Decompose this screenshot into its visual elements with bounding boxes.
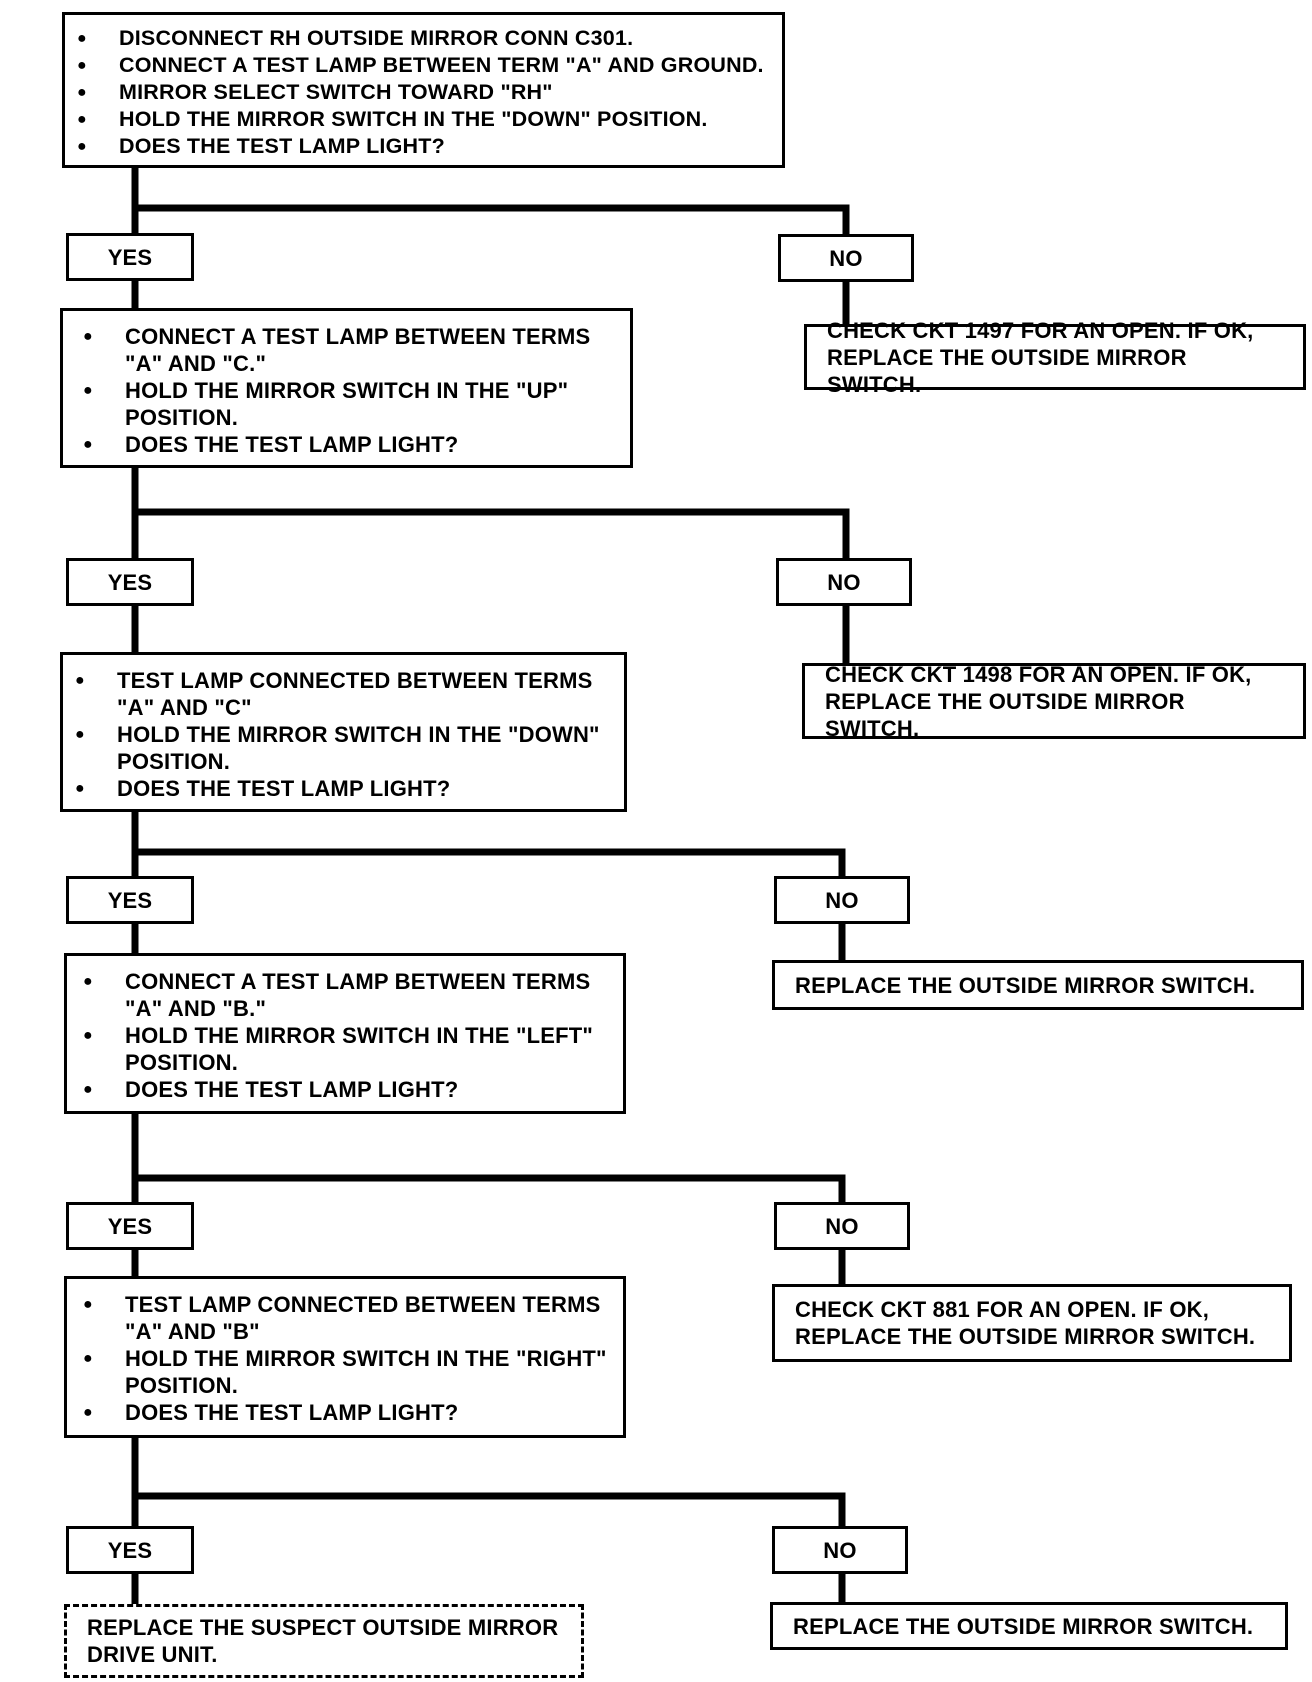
step-item: CONNECT A TEST LAMP BETWEEN TERMS "A" AN… (71, 323, 610, 377)
step-item: HOLD THE MIRROR SWITCH IN THE "DOWN" POS… (65, 106, 782, 133)
result-box: REPLACE THE OUTSIDE MIRROR SWITCH. (770, 1602, 1288, 1650)
connector (131, 508, 850, 564)
final-result-box: REPLACE THE SUSPECT OUTSIDE MIRROR DRIVE… (64, 1604, 584, 1678)
result-line: REPLACE THE OUTSIDE MIRROR SWITCH. (827, 344, 1187, 397)
connector (131, 1174, 846, 1208)
step-item: MIRROR SELECT SWITCH TOWARD "RH" (65, 79, 782, 106)
step-item: CONNECT A TEST LAMP BETWEEN TERMS "A" AN… (71, 968, 603, 1022)
result-line: CHECK CKT 881 FOR AN OPEN. IF OK, (795, 1297, 1210, 1322)
step-box: CONNECT A TEST LAMP BETWEEN TERMS "A" AN… (64, 953, 626, 1114)
result-box: CHECK CKT 1497 FOR AN OPEN. IF OK, REPLA… (804, 318, 1306, 397)
step-box: CONNECT A TEST LAMP BETWEEN TERMS "A" AN… (60, 308, 633, 468)
no-label: NO (776, 558, 912, 606)
final-line: DRIVE UNIT. (87, 1642, 218, 1667)
result-line: CHECK CKT 1497 FOR AN OPEN. IF OK, (827, 317, 1254, 343)
result-box: REPLACE THE OUTSIDE MIRROR SWITCH. (772, 960, 1304, 1010)
yes-label: YES (66, 1526, 194, 1574)
result-line: CHECK CKT 1498 FOR AN OPEN. IF OK, (825, 661, 1252, 687)
step-box: TEST LAMP CONNECTED BETWEEN TERMS "A" AN… (64, 1276, 626, 1438)
result-line: REPLACE THE OUTSIDE MIRROR SWITCH. (795, 1324, 1256, 1349)
result-line: REPLACE THE OUTSIDE MIRROR SWITCH. (793, 1613, 1254, 1639)
step-item: DISCONNECT RH OUTSIDE MIRROR CONN C301. (65, 25, 782, 52)
step-item: HOLD THE MIRROR SWITCH IN THE "DOWN" POS… (63, 721, 604, 775)
no-label: NO (774, 876, 910, 924)
connector (131, 848, 846, 882)
step-item: HOLD THE MIRROR SWITCH IN THE "UP" POSIT… (71, 377, 610, 431)
step-item: DOES THE TEST LAMP LIGHT? (63, 775, 604, 802)
step-item: DOES THE TEST LAMP LIGHT? (71, 431, 610, 458)
result-line: REPLACE THE OUTSIDE MIRROR SWITCH. (795, 972, 1256, 998)
step-item: TEST LAMP CONNECTED BETWEEN TERMS "A" AN… (63, 667, 604, 721)
yes-label: YES (66, 233, 194, 281)
connector (131, 1492, 846, 1532)
no-label: NO (772, 1526, 908, 1574)
connector (131, 204, 850, 240)
result-box: CHECK CKT 881 FOR AN OPEN. IF OK, REPLAC… (772, 1284, 1292, 1362)
step-item: DOES THE TEST LAMP LIGHT? (71, 1076, 603, 1103)
result-box: CHECK CKT 1498 FOR AN OPEN. IF OK, REPLA… (802, 661, 1306, 741)
step-item: HOLD THE MIRROR SWITCH IN THE "LEFT" POS… (71, 1022, 603, 1076)
step-box: TEST LAMP CONNECTED BETWEEN TERMS "A" AN… (60, 652, 627, 812)
step-item: DOES THE TEST LAMP LIGHT? (65, 133, 782, 160)
step-box: DISCONNECT RH OUTSIDE MIRROR CONN C301. … (62, 12, 785, 168)
yes-label: YES (66, 1202, 194, 1250)
no-label: NO (774, 1202, 910, 1250)
yes-label: YES (66, 558, 194, 606)
step-item: CONNECT A TEST LAMP BETWEEN TERM "A" AND… (65, 52, 782, 79)
step-item: TEST LAMP CONNECTED BETWEEN TERMS "A" AN… (71, 1291, 607, 1345)
final-line: REPLACE THE SUSPECT OUTSIDE MIRROR (87, 1615, 559, 1640)
yes-label: YES (66, 876, 194, 924)
result-line: REPLACE THE OUTSIDE MIRROR SWITCH. (825, 688, 1185, 741)
no-label: NO (778, 234, 914, 282)
step-item: DOES THE TEST LAMP LIGHT? (71, 1399, 607, 1426)
step-item: HOLD THE MIRROR SWITCH IN THE "RIGHT" PO… (71, 1345, 607, 1399)
